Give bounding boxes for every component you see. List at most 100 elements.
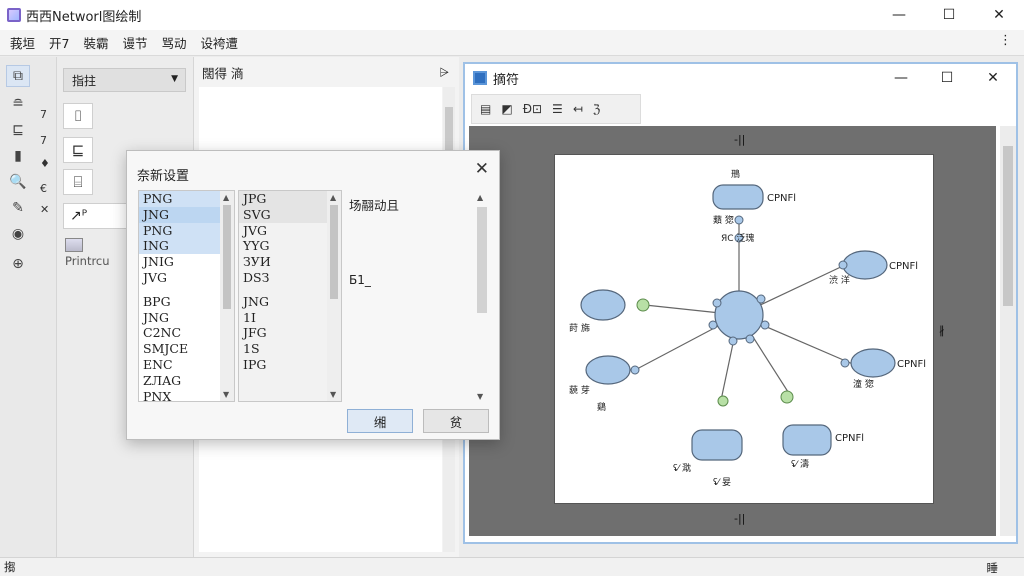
left-toolbar: ⧉ ≘ 7 ⊑ 7 ▮ ♦ 🔍 € ✎ ✕ ◉ ⊕ [0,57,57,557]
crosshair-icon[interactable]: ⊕ [12,256,24,272]
scroll-thumb[interactable] [1003,146,1013,306]
scroll-thumb[interactable] [477,207,487,313]
connector-shape-button[interactable]: ⊑ [63,137,93,163]
list-item[interactable]: 1I [243,309,256,325]
rectangle-shape-button[interactable]: ⌷ [63,103,93,129]
list-item[interactable]: JPG [239,191,341,207]
pen-icon[interactable]: ✎ [12,200,24,216]
cancel-button[interactable]: 贫 [423,409,489,433]
list-item[interactable]: PNG [139,191,234,207]
list-item[interactable]: JNIG [143,254,174,270]
menu-item-4[interactable]: 谩节 [122,36,148,51]
list-item[interactable]: IPG [243,356,267,372]
option-label: 场翮动且 [349,198,400,213]
list-item[interactable]: JVG [243,222,268,238]
list-item[interactable]: SMJCE [143,341,189,357]
list-item[interactable]: JVG [143,269,168,285]
copy-icon[interactable]: ⧉ [6,65,30,87]
layer-icon[interactable]: ◩ [501,102,513,116]
list-scrollbar[interactable]: ▲ ▼ [327,191,341,401]
canvas-scrollbar[interactable] [1000,126,1016,536]
node-left-top [580,289,626,321]
node-caption: ЯC 泛瑰 [721,232,754,244]
ruler-bottom: -|| [734,512,746,525]
node-top-label: 鳽 [731,168,740,180]
category-select[interactable]: 指拄 ▼ [63,68,186,92]
list-item[interactable]: JNG [143,309,169,325]
doc-close-button[interactable]: ✕ [987,70,999,86]
doc-maximize-button[interactable]: ☐ [940,70,954,86]
maximize-button[interactable]: ☐ [942,7,956,23]
list-item[interactable]: JFG [243,325,267,341]
window-title: 西西Networl图绘制 [26,9,142,25]
scroll-thumb[interactable] [330,205,338,299]
more-menu-icon[interactable]: ⋮ [999,33,1012,48]
list-scrollbar[interactable]: ▲ ▼ [220,191,234,401]
ok-button[interactable]: 缃 [347,409,413,433]
list-item[interactable]: ING [139,238,234,255]
list-item[interactable]: YYG [243,238,270,254]
pages-icon[interactable]: ▤ [480,102,492,116]
menu-item-2[interactable]: 开7 [49,36,70,51]
scroll-up-icon[interactable]: ▲ [223,193,230,202]
filter-icon[interactable]: ⩥ [439,65,449,79]
book-icon[interactable]: ▮ [14,148,22,164]
list-item[interactable]: JNG [139,206,234,223]
network-diagram: CPNFl 蘱 㺀 ЯC 泛瑰 鳽 CPNFl 渋 洋 莳 旆 藐 芽 鷄 CP… [569,168,926,488]
scroll-thumb[interactable] [445,107,453,177]
node-left-bottom [585,355,631,385]
list-item[interactable]: C2NC [143,325,182,341]
scroll-up-icon[interactable]: ▲ [330,193,337,202]
option-value[interactable]: Б1_ [349,273,371,287]
back-icon[interactable]: ↤ [572,102,583,116]
stack-icon[interactable]: ≘ [12,96,24,112]
close-button[interactable]: ✕ [993,7,1005,23]
bracket-shape-button[interactable]: ⌸ [63,169,93,195]
node-right-top [842,250,888,280]
tool-count: 7 [40,108,47,121]
scroll-down-icon[interactable]: ▼ [477,392,484,401]
tool-count: € [40,182,47,195]
frame-icon[interactable]: Ð⊡ [522,102,543,116]
eye-icon[interactable]: ◉ [11,226,25,242]
options-scrollbar[interactable]: ▲ ▼ [474,193,488,401]
menu-item-1[interactable]: 莪垣 [10,36,36,51]
scroll-down-icon[interactable]: ▼ [330,390,337,399]
scroll-up-icon[interactable]: ▲ [477,193,484,202]
list-icon[interactable]: ☰ [552,102,563,116]
list-item[interactable]: JNG [243,293,269,309]
node-label: CPNFl [897,359,926,370]
list-item[interactable]: PNX [143,388,172,402]
search-icon[interactable]: 🔍 [9,174,27,190]
list-item[interactable]: 1S [243,341,260,357]
minimize-button[interactable]: — [892,7,906,23]
format-list-primary[interactable]: PNG JNG PNG ING JNIG JVG BPG JNG C2NC SM… [138,190,235,402]
node-caption: 藐 芽 [569,384,590,396]
print-item[interactable]: Printrcu [65,238,110,268]
list-item[interactable]: BPG [143,293,171,309]
document-title-bar: 摘符 — ☐ ✕ [465,64,1016,92]
format-list-secondary[interactable]: JPG SVG JVG YYG ЗУИ DЅЗ JNG 1I JFG 1S IP… [238,190,342,402]
close-icon[interactable]: ✕ [474,159,489,179]
list-item[interactable]: ЗУИ [243,254,271,270]
scroll-down-icon[interactable]: ▼ [223,390,230,399]
tool-count: 7 [40,134,47,147]
list-item[interactable]: ЕNC [143,356,173,372]
menu-item-3[interactable]: 裝霸 [83,36,109,51]
zoom-icon[interactable]: ℨ [592,102,601,116]
menu-item-6[interactable]: 设袴遭 [200,36,239,51]
list-item[interactable]: ZЛAG [143,372,182,388]
export-settings-dialog: 奈新设置 ✕ PNG JNG PNG ING JNIG JVG BPG JNG … [126,150,500,440]
diagram-page[interactable]: CPNFl 蘱 㺀 ЯC 泛瑰 鳽 CPNFl 渋 洋 莳 旆 藐 芽 鷄 CP… [554,154,934,504]
scroll-thumb[interactable] [223,205,231,309]
node-sub: 蘱 㺀 [713,214,734,226]
menu-item-5[interactable]: 骂动 [161,36,187,51]
list-item[interactable]: PNG [139,222,234,239]
connector-icon[interactable]: ⊑ [12,122,24,138]
list-item[interactable]: DЅЗ [243,269,270,285]
doc-minimize-button[interactable]: — [894,70,908,86]
list-item[interactable]: SVG [239,206,341,223]
node-label: CPNFl [767,193,796,204]
canvas-area[interactable]: -|| -|| ∦ [469,126,996,536]
